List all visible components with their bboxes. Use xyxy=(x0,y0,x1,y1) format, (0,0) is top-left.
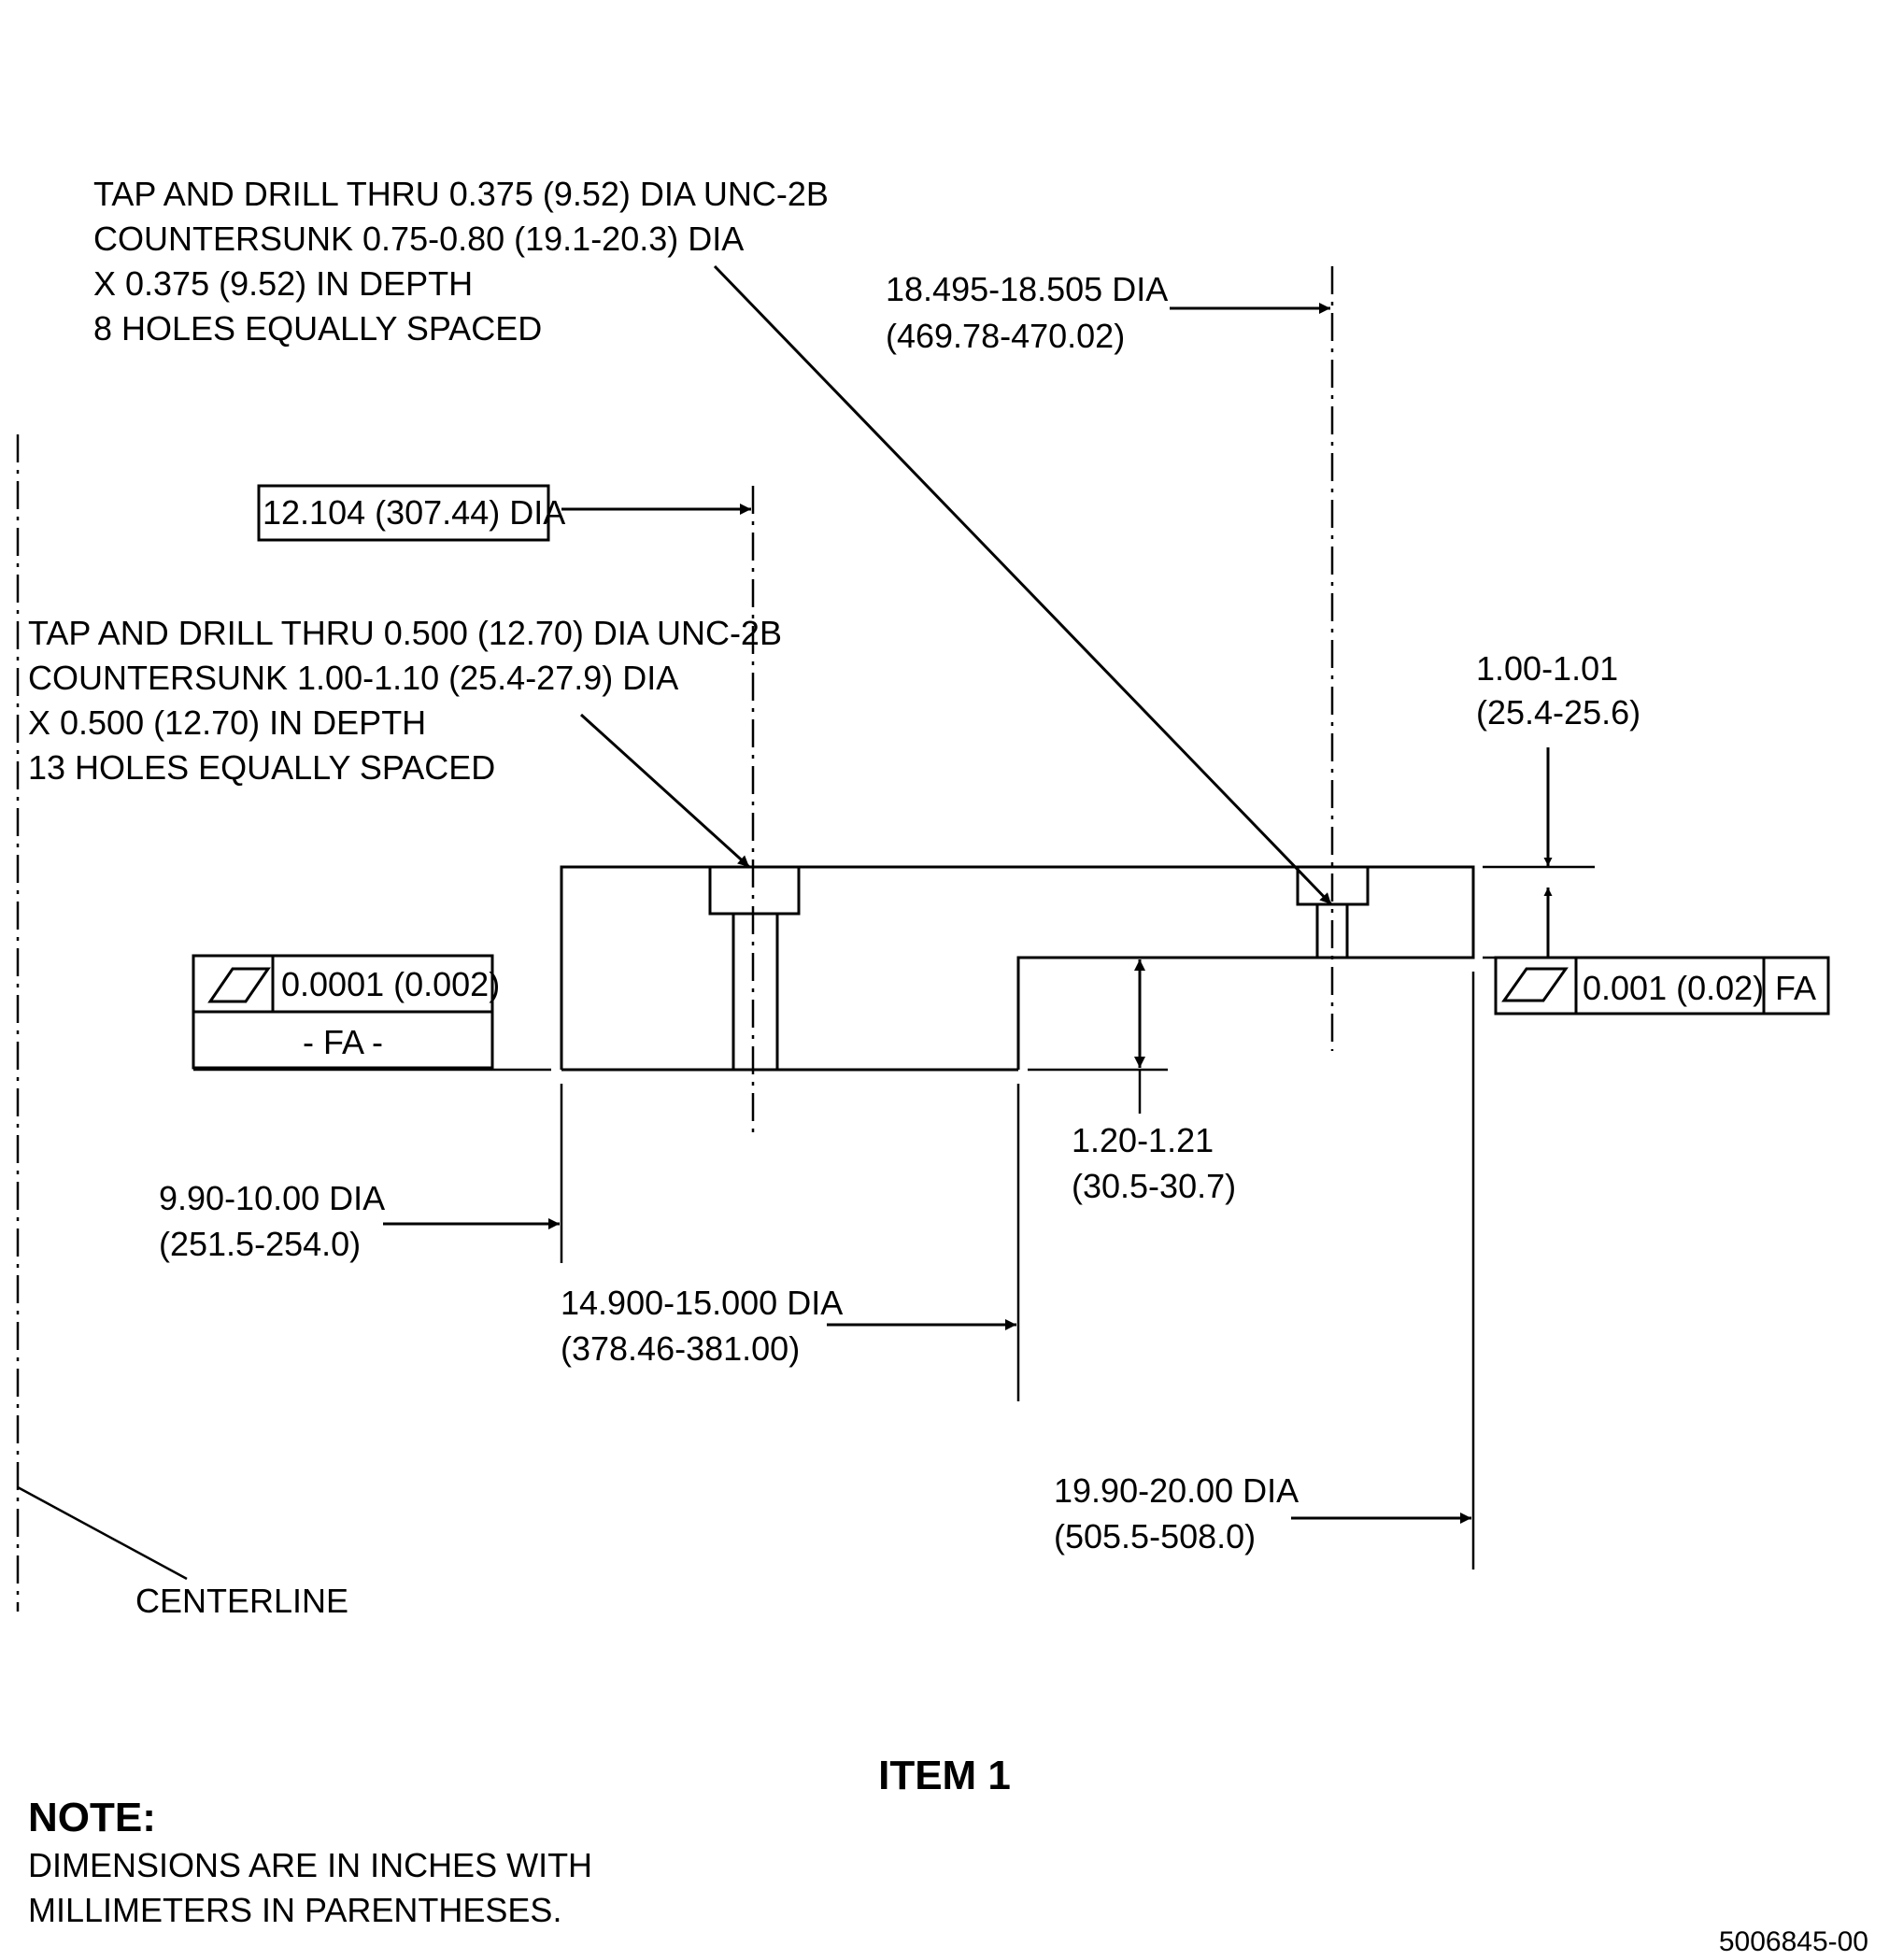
svg-text:18.495-18.505 DIA: 18.495-18.505 DIA xyxy=(886,270,1168,308)
callout-8-holes: TAP AND DRILL THRU 0.375 (9.52) DIA UNC-… xyxy=(93,175,829,348)
dim-12104-dia: 12.104 (307.44) DIA xyxy=(263,493,565,532)
svg-text:TAP AND DRILL THRU 0.375 (9.52: TAP AND DRILL THRU 0.375 (9.52) DIA UNC-… xyxy=(93,175,829,213)
gdt-left-tolerance: 0.0001 (0.002) xyxy=(281,965,500,1003)
svg-text:COUNTERSUNK 0.75-0.80 (19.1-20: COUNTERSUNK 0.75-0.80 (19.1-20.3) DIA xyxy=(93,220,744,258)
gdt-right-tolerance: 0.001 (0.02) xyxy=(1583,969,1764,1007)
dim-14900-dia: 14.900-15.000 DIA (378.46-381.00) xyxy=(561,1284,843,1368)
note-line-2: MILLIMETERS IN PARENTHESES. xyxy=(28,1891,561,1929)
centerline-leader xyxy=(17,1485,188,1581)
svg-text:(505.5-508.0): (505.5-508.0) xyxy=(1054,1517,1256,1555)
svg-text:8 HOLES EQUALLY SPACED: 8 HOLES EQUALLY SPACED xyxy=(93,309,542,348)
svg-text:13 HOLES EQUALLY SPACED: 13 HOLES EQUALLY SPACED xyxy=(28,748,495,787)
leader-13-holes xyxy=(579,713,751,869)
note-title: NOTE: xyxy=(28,1795,156,1840)
gdt-left-datum: - FA - xyxy=(303,1023,383,1061)
leader-8-holes xyxy=(713,264,1333,906)
svg-text:TAP AND DRILL THRU 0.500 (12.7: TAP AND DRILL THRU 0.500 (12.70) DIA UNC… xyxy=(28,614,782,652)
flatness-symbol-icon xyxy=(1501,967,1569,1002)
box-12104-dia xyxy=(257,484,550,542)
svg-text:1.00-1.01: 1.00-1.01 xyxy=(1476,649,1618,688)
item-label: ITEM 1 xyxy=(878,1753,1011,1798)
drawing-number: 5006845-00 xyxy=(1719,1926,1868,1957)
dim-thickness-100: 1.00-1.01 (25.4-25.6) xyxy=(1476,649,1640,731)
svg-text:(30.5-30.7): (30.5-30.7) xyxy=(1072,1167,1236,1205)
flatness-symbol-icon xyxy=(207,967,271,1003)
dim-990-dia: 9.90-10.00 DIA (251.5-254.0) xyxy=(159,1179,385,1263)
dim-thickness-120: 1.20-1.21 (30.5-30.7) xyxy=(1072,1121,1236,1205)
svg-text:(25.4-25.6): (25.4-25.6) xyxy=(1476,693,1640,731)
svg-text:COUNTERSUNK 1.00-1.10 (25.4-27: COUNTERSUNK 1.00-1.10 (25.4-27.9) DIA xyxy=(28,659,678,697)
gdt-frame-left: 0.0001 (0.002) - FA - xyxy=(192,954,500,1070)
svg-text:19.90-20.00 DIA: 19.90-20.00 DIA xyxy=(1054,1471,1299,1510)
gdt-frame-right: 0.001 (0.02) FA xyxy=(1494,956,1830,1016)
gdt-right-datum: FA xyxy=(1775,969,1816,1007)
svg-text:(378.46-381.00): (378.46-381.00) xyxy=(561,1329,800,1368)
part-profile xyxy=(560,865,1475,1072)
svg-text:X 0.375 (9.52) IN DEPTH: X 0.375 (9.52) IN DEPTH xyxy=(93,264,473,303)
svg-text:14.900-15.000 DIA: 14.900-15.000 DIA xyxy=(561,1284,843,1322)
dim-1990-dia: 19.90-20.00 DIA (505.5-508.0) xyxy=(1054,1471,1299,1555)
dim-18495-dia: 18.495-18.505 DIA (469.78-470.02) xyxy=(886,270,1168,355)
svg-text:(251.5-254.0): (251.5-254.0) xyxy=(159,1225,361,1263)
svg-text:9.90-10.00 DIA: 9.90-10.00 DIA xyxy=(159,1179,385,1217)
centerline-label: CENTERLINE xyxy=(135,1582,348,1620)
svg-text:X 0.500 (12.70) IN DEPTH: X 0.500 (12.70) IN DEPTH xyxy=(28,703,426,742)
svg-text:1.20-1.21: 1.20-1.21 xyxy=(1072,1121,1214,1159)
callout-13-holes: TAP AND DRILL THRU 0.500 (12.70) DIA UNC… xyxy=(28,614,782,787)
svg-text:(469.78-470.02): (469.78-470.02) xyxy=(886,317,1125,355)
note-line-1: DIMENSIONS ARE IN INCHES WITH xyxy=(28,1846,592,1884)
